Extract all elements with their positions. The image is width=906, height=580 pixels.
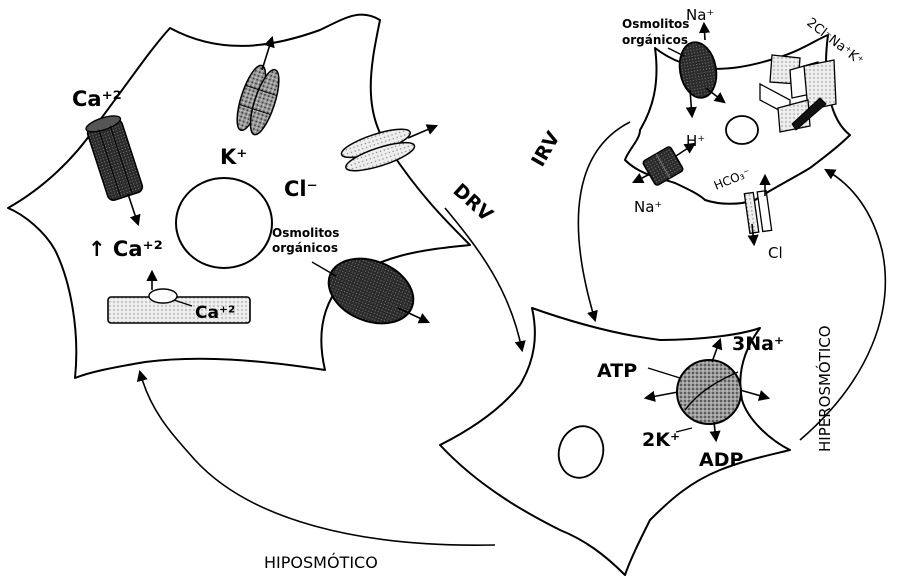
hipo-arrow [140, 372, 495, 545]
drv-arrow [445, 208, 522, 350]
cl-hco3-exchanger [744, 191, 771, 234]
label-atp: ATP [597, 360, 637, 382]
label-ca-channel: Ca⁺² [72, 87, 122, 111]
na-k-atpase [677, 360, 741, 424]
label-k: K⁺ [220, 145, 247, 169]
label-drv: DRV [449, 179, 497, 226]
label-osm-right-1: Osmolitos [622, 17, 689, 31]
label-na-exchanger: Na⁺ [634, 198, 662, 216]
label-cl-right: Cl [768, 244, 783, 262]
label-osm-left-1: Osmolitos [272, 226, 339, 240]
irv-arrow [578, 122, 630, 320]
hiper-arrow [800, 170, 885, 440]
label-ca-up: ↑ Ca⁺² [88, 237, 163, 261]
nucleus-left [176, 178, 272, 268]
nucleus-right-top [726, 116, 758, 144]
label-hipo: HIPOSMÓTICO [264, 553, 378, 572]
label-irv: IRV [527, 128, 564, 171]
label-two-k: 2K⁺ [642, 429, 680, 451]
label-h: H⁺ [686, 132, 705, 150]
label-ca-store: Ca⁺² [195, 303, 235, 323]
label-osm-right-2: orgánicos [622, 33, 688, 47]
label-hiper: HIPEROSMÓTICO [815, 325, 834, 452]
label-osm-left-2: orgánicos [272, 241, 338, 255]
swollen-cell [8, 15, 470, 378]
label-cl-left: Cl⁻ [284, 177, 318, 201]
label-three-na: 3Na⁺ [732, 333, 784, 355]
label-adp: ADP [699, 449, 743, 471]
label-na-top: Na⁺ [686, 6, 714, 24]
